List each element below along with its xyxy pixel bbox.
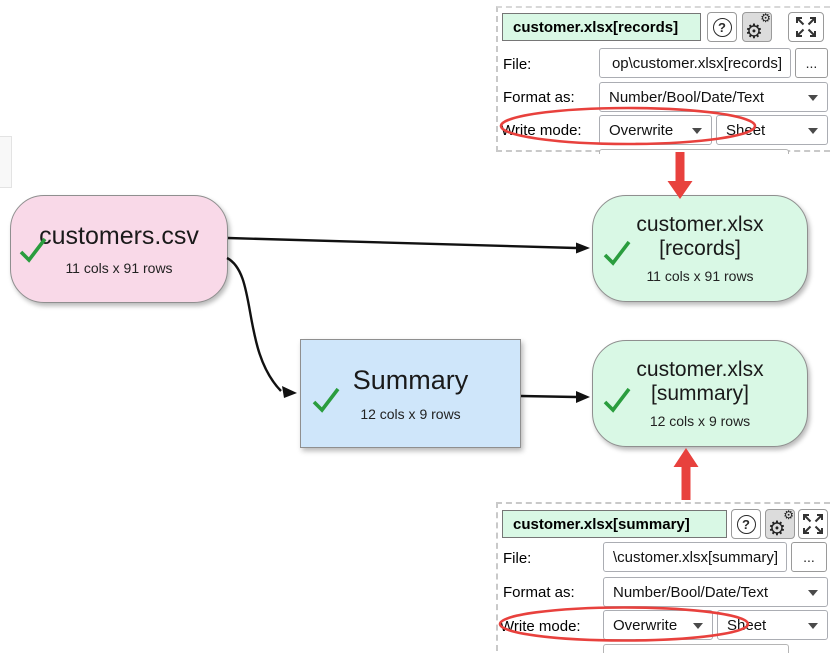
check-icon	[603, 240, 631, 266]
chevron-down-icon	[808, 623, 818, 629]
panel-title: customer.xlsx[summary]	[502, 510, 727, 538]
summary-output-settings-panel: customer.xlsx[summary] ? ⚙⚙ File: \custo…	[496, 502, 830, 653]
check-icon	[603, 387, 631, 413]
write-target-value: Sheet	[726, 121, 766, 139]
clipped-field	[599, 149, 789, 154]
panel-title: customer.xlsx[records]	[502, 13, 701, 41]
file-path-input[interactable]: op\customer.xlsx[records]	[599, 48, 791, 78]
expand-arrows-icon	[796, 17, 816, 37]
format-as-value: Number/Bool/Date/Text	[609, 88, 765, 106]
browse-file-button[interactable]: ...	[795, 48, 828, 78]
format-as-select[interactable]: Number/Bool/Date/Text	[599, 82, 828, 112]
write-mode-value: Overwrite	[613, 616, 678, 634]
node-stats: 12 cols x 9 rows	[360, 405, 461, 422]
node-summary-transform[interactable]: Summary 12 cols x 9 rows	[300, 339, 521, 448]
clipped-field	[603, 644, 789, 653]
write-mode-select[interactable]: Overwrite	[599, 115, 712, 145]
node-title: customer.xlsx [records]	[636, 212, 764, 260]
help-button[interactable]: ?	[707, 12, 737, 42]
check-icon	[312, 387, 340, 413]
node-customers-csv[interactable]: customers.csv 11 cols x 91 rows	[10, 195, 228, 303]
node-stats: 12 cols x 9 rows	[649, 413, 751, 430]
expand-button[interactable]	[788, 12, 824, 42]
file-label: File:	[503, 550, 532, 567]
file-path-input[interactable]: \customer.xlsx[summary]	[603, 542, 787, 572]
write-mode-label: Write mode:	[501, 122, 582, 139]
chevron-down-icon	[808, 95, 818, 101]
gears-icon: ⚙⚙	[745, 11, 771, 43]
gears-icon: ⚙⚙	[768, 508, 794, 540]
check-icon	[19, 237, 47, 263]
chevron-down-icon	[693, 623, 703, 629]
connector-source-to-records	[227, 236, 590, 254]
connector-summary-to-output	[520, 391, 590, 403]
write-mode-select[interactable]: Overwrite	[603, 610, 713, 640]
connector-source-to-summary	[226, 256, 297, 398]
write-target-value: Sheet	[727, 616, 767, 634]
node-stats: 11 cols x 91 rows	[65, 259, 173, 276]
write-target-select[interactable]: Sheet	[717, 610, 828, 640]
node-customer-xlsx-summary[interactable]: customer.xlsx [summary] 12 cols x 9 rows	[592, 340, 808, 447]
settings-button[interactable]: ⚙⚙	[742, 12, 772, 42]
chevron-down-icon	[692, 128, 702, 134]
node-title: Summary	[352, 365, 469, 396]
browse-file-button[interactable]: ...	[791, 542, 827, 572]
format-as-select[interactable]: Number/Bool/Date/Text	[603, 577, 828, 607]
expand-button[interactable]	[798, 509, 828, 539]
chevron-down-icon	[808, 590, 818, 596]
expand-arrows-icon	[803, 514, 823, 534]
help-icon: ?	[712, 17, 732, 37]
file-label: File:	[503, 56, 532, 73]
clipped-panel-edge	[0, 136, 12, 188]
help-icon: ?	[736, 514, 756, 534]
settings-button[interactable]: ⚙⚙	[765, 509, 795, 539]
format-as-label: Format as:	[503, 89, 575, 106]
node-stats: 11 cols x 91 rows	[646, 268, 754, 285]
records-output-settings-panel: customer.xlsx[records] ? ⚙⚙ File: op\cus…	[496, 6, 830, 154]
red-arrow-up-icon	[673, 448, 699, 500]
write-target-select[interactable]: Sheet	[716, 115, 828, 145]
node-title: customer.xlsx [summary]	[636, 357, 764, 405]
chevron-down-icon	[808, 128, 818, 134]
format-as-label: Format as:	[503, 584, 575, 601]
help-button[interactable]: ?	[731, 509, 761, 539]
format-as-value: Number/Bool/Date/Text	[613, 583, 769, 601]
red-arrow-down-icon	[667, 152, 693, 199]
write-mode-value: Overwrite	[609, 121, 674, 139]
write-mode-label: Write mode:	[500, 618, 581, 635]
node-customer-xlsx-records[interactable]: customer.xlsx [records] 11 cols x 91 row…	[592, 195, 808, 302]
node-title: customers.csv	[39, 222, 199, 251]
